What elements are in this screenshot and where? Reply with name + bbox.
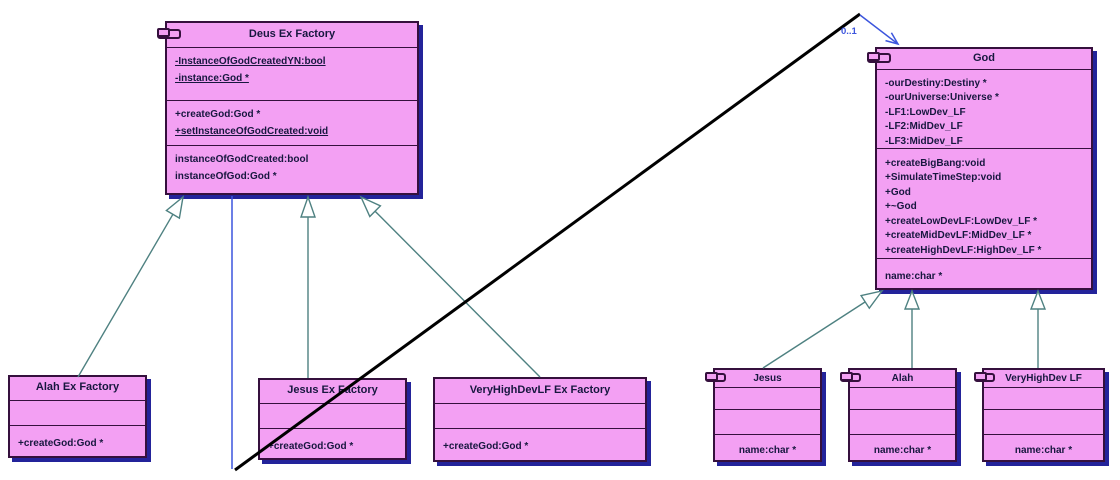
operation-row: +SimulateTimeStep:void xyxy=(885,172,1002,184)
property-row: instanceOfGodCreated:bool xyxy=(175,154,309,165)
association-arrowhead[interactable] xyxy=(885,32,900,46)
operation-row: +createGod:God * xyxy=(268,441,354,452)
class-title: Jesus xyxy=(753,373,782,384)
generalization-arrowhead[interactable] xyxy=(859,289,884,310)
operation-row: +createLowDevLF:LowDev_LF * xyxy=(885,215,1037,227)
generalization-jesus-to-god[interactable] xyxy=(762,301,866,369)
generalization-arrowhead[interactable] xyxy=(903,289,921,310)
class-title: Deus Ex Factory xyxy=(248,28,336,40)
properties-compartment: name:char * xyxy=(850,434,955,460)
operations-compartment: +createGod:God * xyxy=(260,428,405,458)
attributes-compartment xyxy=(10,400,145,425)
attribute-row: -ourDestiny:Destiny * xyxy=(885,77,987,89)
property-row: instanceOfGod:God * xyxy=(175,171,277,182)
attribute-row: -ourUniverse:Universe * xyxy=(885,92,999,104)
attributes-compartment xyxy=(850,387,955,409)
attributes-compartment: -InstanceOfGodCreatedYN:bool -instance:G… xyxy=(167,47,417,100)
attributes-compartment xyxy=(715,387,820,409)
generalization-alah-factory-to-deus[interactable] xyxy=(77,213,174,378)
attribute-row: -instance:God * xyxy=(175,73,249,84)
generalization-arrowhead[interactable] xyxy=(359,195,382,218)
class-title: Alah Ex Factory xyxy=(35,381,120,393)
properties-compartment: name:char * xyxy=(984,434,1103,460)
properties-compartment: name:char * xyxy=(715,434,820,460)
operation-row: +createGod:God * xyxy=(443,441,529,452)
generalization-arrowhead[interactable] xyxy=(1029,289,1047,310)
class-title: Jesus Ex Factory xyxy=(287,384,378,396)
class-icon xyxy=(705,372,726,382)
class-deus-ex-factory[interactable]: Deus Ex Factory -InstanceOfGodCreatedYN:… xyxy=(157,21,419,195)
class-icon xyxy=(867,52,891,63)
operations-compartment: +createBigBang:void +SimulateTimeStep:vo… xyxy=(877,148,1091,258)
class-veryhighdevlf-ex-factory[interactable]: VeryHighDevLF Ex Factory +createGod:God … xyxy=(433,377,647,462)
operation-row: +createGod:God * xyxy=(18,438,104,449)
generalization-veryhighdevlf-factory-to-deus[interactable] xyxy=(374,210,541,378)
class-god[interactable]: God -ourDestiny:Destiny * -ourUniverse:U… xyxy=(867,47,1093,290)
operation-row: +setInstanceOfGodCreated:void xyxy=(175,126,329,137)
operations-compartment xyxy=(715,409,820,434)
attributes-compartment xyxy=(435,403,645,428)
class-jesus[interactable]: Jesus name:char * xyxy=(705,368,822,462)
association-deus-to-god-segment-arrow[interactable] xyxy=(859,14,899,45)
property-row: name:char * xyxy=(885,271,943,282)
operation-row: +createHighDevLF:HighDev_LF * xyxy=(885,245,1042,257)
class-jesus-ex-factory[interactable]: Jesus Ex Factory +createGod:God * xyxy=(258,378,407,460)
attributes-compartment xyxy=(984,387,1103,409)
class-icon xyxy=(974,372,995,382)
attributes-compartment xyxy=(260,403,405,428)
operations-compartment: +createGod:God * xyxy=(435,428,645,460)
class-veryhighdev-lf[interactable]: VeryHighDev LF name:char * xyxy=(974,368,1105,462)
class-icon xyxy=(840,372,861,382)
generalization-arrowhead[interactable] xyxy=(165,195,185,220)
generalization-arrowhead[interactable] xyxy=(300,194,316,218)
operations-compartment xyxy=(850,409,955,434)
class-icon xyxy=(157,28,181,39)
property-row: name:char * xyxy=(1014,445,1073,456)
attribute-row: -InstanceOfGodCreatedYN:bool xyxy=(175,56,326,67)
operation-row: +createGod:God * xyxy=(175,109,261,120)
operation-row: +God xyxy=(885,186,911,198)
multiplicity-label: 0..1 xyxy=(841,26,857,37)
class-title: Alah xyxy=(891,373,914,384)
operations-compartment: +createGod:God * +setInstanceOfGodCreate… xyxy=(167,100,417,145)
attribute-row: -LF3:MidDev_LF xyxy=(885,135,963,147)
properties-compartment: name:char * xyxy=(877,258,1091,288)
class-alah-ex-factory[interactable]: Alah Ex Factory +createGod:God * xyxy=(8,375,147,458)
properties-compartment: instanceOfGodCreated:bool instanceOfGod:… xyxy=(167,145,417,193)
class-alah[interactable]: Alah name:char * xyxy=(840,368,957,462)
property-row: name:char * xyxy=(873,445,932,456)
attribute-row: -LF1:LowDev_LF xyxy=(885,106,966,118)
operation-row: +~God xyxy=(885,201,917,213)
class-title: VeryHighDev LF xyxy=(1005,373,1082,384)
property-row: name:char * xyxy=(738,445,797,456)
operation-row: +createMidDevLF:MidDev_LF * xyxy=(885,230,1032,242)
operations-compartment xyxy=(984,409,1103,434)
operations-compartment: +createGod:God * xyxy=(10,425,145,456)
attribute-row: -LF2:MidDev_LF xyxy=(885,121,963,133)
operation-row: +createBigBang:void xyxy=(885,157,986,169)
class-title: VeryHighDevLF Ex Factory xyxy=(469,384,611,396)
attributes-compartment: -ourDestiny:Destiny * -ourUniverse:Unive… xyxy=(877,69,1091,148)
class-title: God xyxy=(973,52,995,64)
